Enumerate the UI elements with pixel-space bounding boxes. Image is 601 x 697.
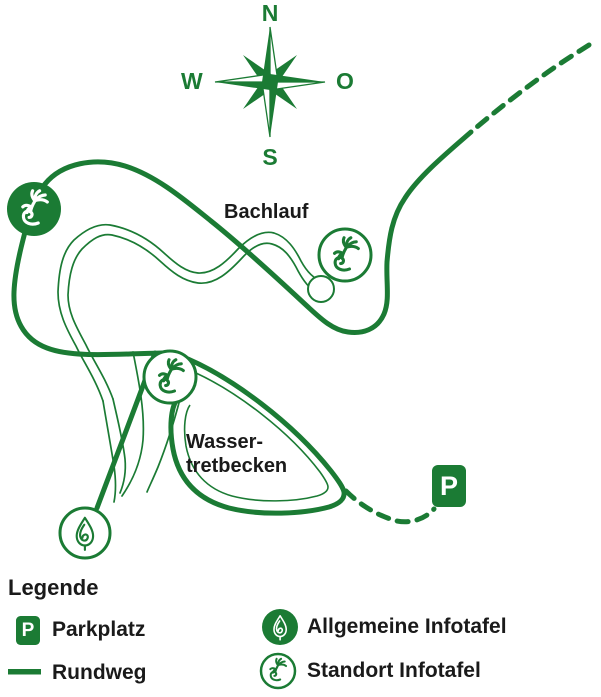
site-infoboard-icon-basin [142,349,198,405]
compass-dark-halves [215,27,325,137]
basin-inner-line [183,372,329,502]
trail-dashed-to-parking [343,488,437,525]
compass-label-north: N [261,0,279,26]
legend-label-allgemeine-infotafel: Allgemeine Infotafel [307,615,507,638]
parking-letter-legend: P [21,619,35,641]
trail-west-segment [11,207,166,358]
site-infoboard-icon-legend [259,652,297,690]
compass-label-south: S [262,144,278,170]
stream-brook-4 [146,398,181,493]
stream-brook-2 [112,398,127,494]
stream-lines [57,223,323,503]
trail-line-swatch [8,669,41,675]
basin-label-line1: Wasser- [186,431,264,453]
basin-label: Wasser- tretbecken [186,430,287,478]
compass-label-west: W [181,68,203,94]
legend-title: Legende [8,575,99,600]
stream-label: Bachlauf [224,201,309,223]
compass-rose-icon [214,26,326,138]
compass-label-east: O [336,68,354,94]
parking-sign-legend [16,616,40,645]
legend-label-rundweg: Rundweg [52,661,147,684]
parking-sign-map [432,465,466,507]
general-infoboard-icon-map [58,506,112,560]
basin-label-line2: tretbecken [186,455,288,477]
stream-pond [307,275,335,303]
site-infoboard-icon-bachlauf [317,227,373,283]
site-infoboard-icon-northwest [7,182,61,236]
trail-dashed-northeast [468,42,592,135]
parking-letter-map: P [439,470,458,501]
legend-label-standort-infotafel: Standort Infotafel [307,659,481,682]
trail-main-loop [28,129,474,335]
stream-bank-lower [67,233,314,400]
stream-bank-upper [57,223,323,402]
stream-brook-3 [121,351,145,497]
basin-outline [168,356,347,516]
legend-label-parkplatz: Parkplatz [52,618,146,641]
general-infoboard-icon-legend [262,609,298,645]
